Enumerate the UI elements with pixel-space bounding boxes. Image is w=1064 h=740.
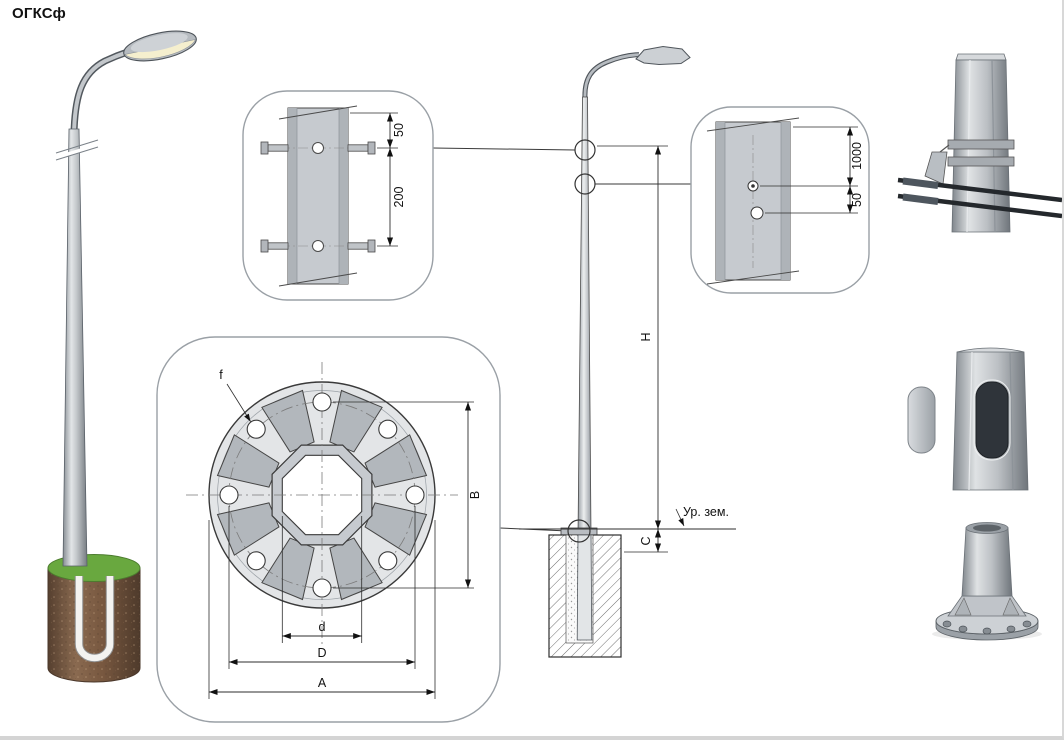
render-wire-bracket	[897, 53, 1062, 233]
lamp-head	[635, 45, 691, 66]
page-title: ОГКСф	[12, 5, 66, 22]
ground-level-label: Ур. зем.	[683, 505, 729, 519]
hole-label-f: f	[219, 368, 223, 382]
dim-label-50-mid: 50	[850, 193, 864, 207]
band-clamp	[947, 139, 1015, 150]
pole-section	[287, 107, 349, 285]
dim-label-A: A	[318, 676, 327, 690]
flange-panel: f B d D A	[156, 336, 501, 723]
elevation-drawing: H C Ур. зем.	[519, 45, 736, 658]
pole-shaft-3d	[62, 128, 88, 567]
dim-label-D: D	[317, 646, 326, 660]
detail-panel-top-bracket: 50 200	[242, 90, 434, 301]
bolt-holes	[219, 392, 425, 598]
pole-3d-render	[47, 30, 197, 683]
callout-marker-base	[567, 519, 591, 543]
wedge-clamp	[924, 151, 948, 185]
dim-label-50-top: 50	[392, 123, 406, 137]
grass-top	[47, 554, 141, 582]
bolt-hole-lower	[750, 206, 764, 220]
embedded-pole-stub	[576, 534, 593, 641]
detail-panel-mid-holes: 1000 50	[690, 106, 870, 294]
band-clamp	[947, 156, 1015, 167]
callout-marker-lower	[574, 173, 596, 195]
lamp-head-3d	[123, 30, 197, 62]
flange-bolts	[942, 620, 1032, 635]
callout-marker-upper	[574, 139, 596, 161]
render-flange-base	[932, 522, 1042, 641]
dim-label-H: H	[639, 332, 653, 341]
dim-label-C: C	[639, 536, 653, 545]
door-opening	[975, 381, 1009, 459]
pole-shaft	[577, 96, 592, 536]
through-bolt-row	[260, 141, 376, 155]
dim-label-200: 200	[392, 187, 406, 208]
door-cover	[907, 386, 936, 454]
dim-label-B: B	[468, 491, 482, 499]
dim-label-d: d	[319, 620, 326, 634]
dim-label-1000: 1000	[850, 142, 864, 170]
foundation-3d	[47, 554, 141, 683]
pole-stub-3d	[961, 527, 1013, 597]
render-access-door	[907, 347, 1029, 491]
